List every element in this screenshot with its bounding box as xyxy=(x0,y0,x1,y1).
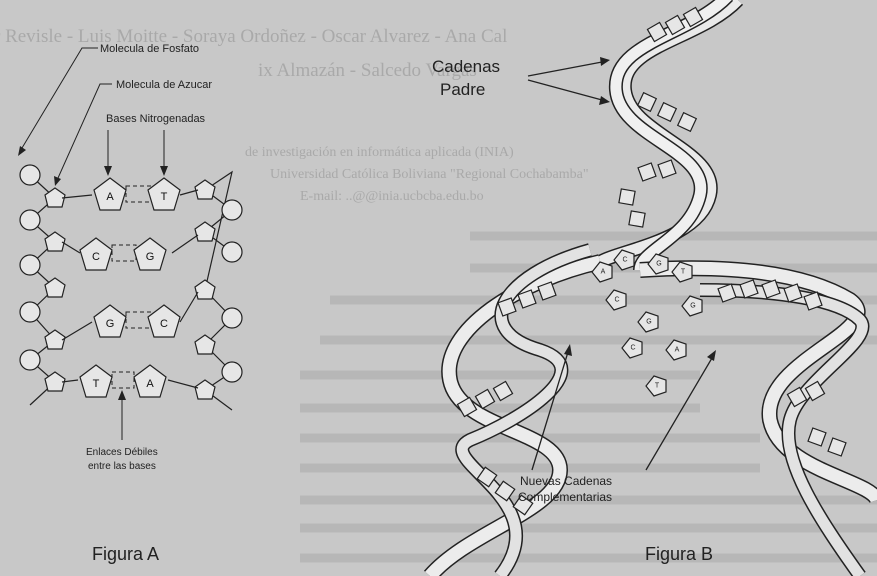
parent-strands-label-line2: Padre xyxy=(440,80,485,99)
phosphate-circle xyxy=(20,255,40,275)
weak-bond xyxy=(112,245,136,261)
phosphate-circle xyxy=(222,200,242,220)
parent-helix xyxy=(600,0,738,270)
figure-b-caption: Figura B xyxy=(645,544,713,564)
phosphate-circle xyxy=(20,210,40,230)
phosphate-circle xyxy=(20,302,40,322)
new-strands-label-line1: Nuevas Cadenas xyxy=(520,474,612,488)
figure-a-caption: Figura A xyxy=(92,544,159,564)
base-letter: A xyxy=(106,191,114,203)
sugar-arrow xyxy=(58,84,112,178)
base-pair-row: A T xyxy=(62,178,198,210)
base-pair-row: G C xyxy=(62,292,198,340)
free-nucleotide-letter: G xyxy=(690,303,695,310)
free-nucleotide-letter: A xyxy=(601,269,606,276)
phosphate-circle xyxy=(20,165,40,185)
new-strands-label-line2: Complementarias xyxy=(518,490,612,504)
free-nucleotide-letter: G xyxy=(656,261,661,268)
base-pair-row: T A xyxy=(62,365,198,397)
weak-bonds-label-line1: Enlaces Débiles xyxy=(86,447,158,458)
base-letter: T xyxy=(161,191,168,203)
sugar-pentagon xyxy=(195,180,215,199)
phosphate-label: Molecula de Fosfato xyxy=(100,43,199,55)
bases-label: Bases Nitrogenadas xyxy=(106,113,206,125)
free-nucleotide-letter: A xyxy=(675,347,680,354)
free-nucleotide-letter: G xyxy=(646,319,651,326)
base-letter: T xyxy=(93,378,100,390)
bg-affiliation-line: de investigación en informática aplicada… xyxy=(245,145,514,160)
sugar-pentagon xyxy=(195,222,215,241)
free-nucleotide-letter: C xyxy=(622,257,627,264)
sugar-label: Molecula de Azucar xyxy=(116,79,212,91)
parent-strands-label-line1: Cadenas xyxy=(432,57,500,76)
figure-a: A T C G G C T A xyxy=(18,43,242,564)
base-letter: C xyxy=(160,318,168,330)
phosphate-circle xyxy=(222,242,242,262)
parent-arrows xyxy=(528,57,610,105)
sugar-pentagon xyxy=(195,280,215,299)
base-letter: G xyxy=(106,318,115,330)
phosphate-arrow xyxy=(22,48,98,148)
bg-email-line: E-mail: ..@@inia.ucbcba.edu.bo xyxy=(300,189,484,204)
weak-bonds-label-line2: entre las bases xyxy=(88,461,156,472)
phosphate-circle xyxy=(222,308,242,328)
sugar-pentagon xyxy=(45,232,65,251)
weak-bond xyxy=(112,372,134,388)
bg-authors-line: r Revisle - Luis Moitte - Soraya Ordoñez… xyxy=(0,26,507,47)
base-letter: G xyxy=(146,251,155,263)
base-letter: C xyxy=(92,251,100,263)
base-pair-row: C G xyxy=(62,235,198,270)
base-letter: A xyxy=(146,378,154,390)
free-nucleotide-letter: C xyxy=(614,297,619,304)
free-nucleotide-letter: C xyxy=(630,345,635,352)
sugar-pentagon xyxy=(195,380,215,399)
sugar-group xyxy=(45,180,215,399)
figure-b: A C G T C G C A T G Cadenas Padre xyxy=(430,0,877,576)
free-nucleotide-letter: T xyxy=(655,383,660,390)
bg-university-line: Universidad Católica Boliviana "Regional… xyxy=(270,167,589,182)
free-nucleotide-letter: T xyxy=(681,269,686,276)
phosphate-circle xyxy=(20,350,40,370)
phosphate-circle xyxy=(222,362,242,382)
